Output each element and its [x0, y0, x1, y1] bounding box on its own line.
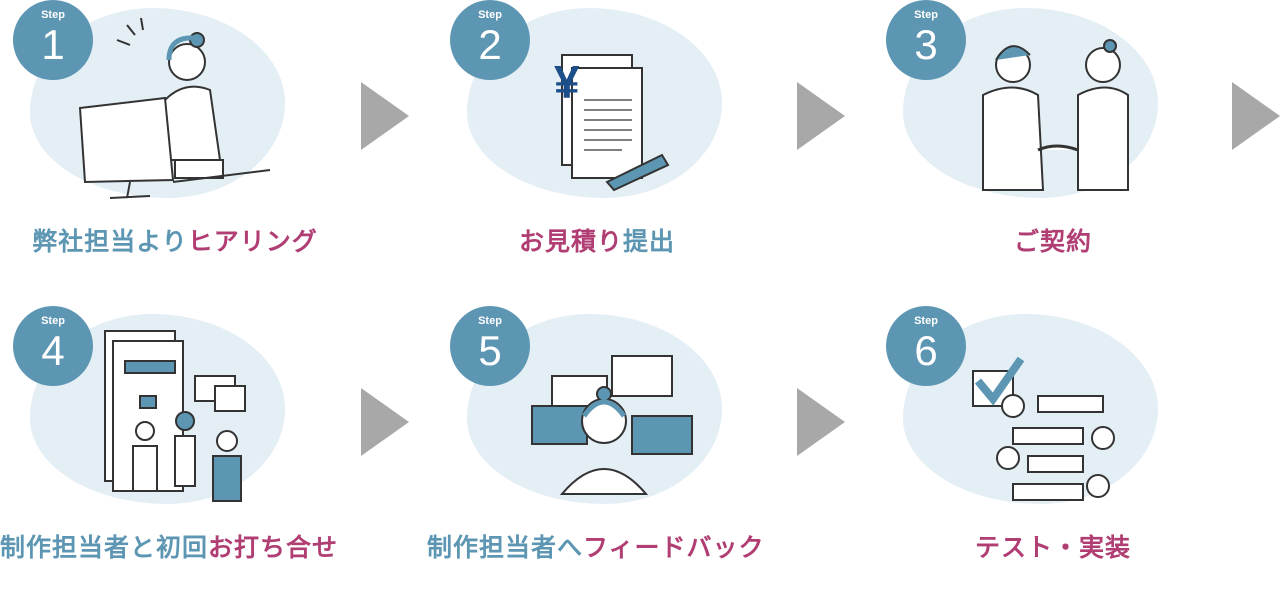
yen-estimate-document-icon: ¥: [554, 54, 670, 192]
step-badge: Step 4: [13, 306, 93, 386]
step-caption: お見積り提出: [518, 227, 676, 256]
step-3: Step 3 ご契約: [873, 0, 1213, 285]
step-caption: テスト・実装: [974, 533, 1131, 562]
step-4: Step 4 制作担当者と初回お打ち合せ: [0, 306, 340, 591]
handshake-icon: [982, 39, 1129, 191]
step-6: Step 6 テスト・実装: [873, 306, 1213, 591]
svg-text:¥: ¥: [554, 56, 580, 108]
arrow-right-icon: [797, 82, 845, 150]
feedback-chat-icon: [531, 355, 693, 495]
arrow-right-icon: [1232, 82, 1280, 150]
checklist-test-icon: [972, 356, 1115, 501]
step-1: Step 1 弊社担当よりヒアリング: [0, 0, 340, 285]
arrow-right-icon: [361, 82, 409, 150]
team-meeting-icon: [104, 330, 246, 502]
step-5: Step 5 制作担当者へフィードバック: [427, 306, 777, 591]
step-badge: Step 5: [450, 306, 530, 386]
step-caption: ご契約: [1013, 227, 1092, 256]
step-badge: Step 1: [13, 0, 93, 80]
arrow-right-icon: [361, 388, 409, 456]
step-badge: Step 6: [886, 306, 966, 386]
step-badge: Step 3: [886, 0, 966, 80]
arrow-right-icon: [797, 388, 845, 456]
step-badge: Step 2: [450, 0, 530, 80]
step-caption: 制作担当者と初回お打ち合せ: [0, 533, 339, 562]
operator-at-computer-icon: [78, 17, 271, 199]
step-caption: 弊社担当よりヒアリング: [32, 227, 318, 256]
step-caption: 制作担当者へフィードバック: [427, 533, 765, 562]
step-2: ¥ Step 2 お見積り提出: [437, 0, 777, 285]
